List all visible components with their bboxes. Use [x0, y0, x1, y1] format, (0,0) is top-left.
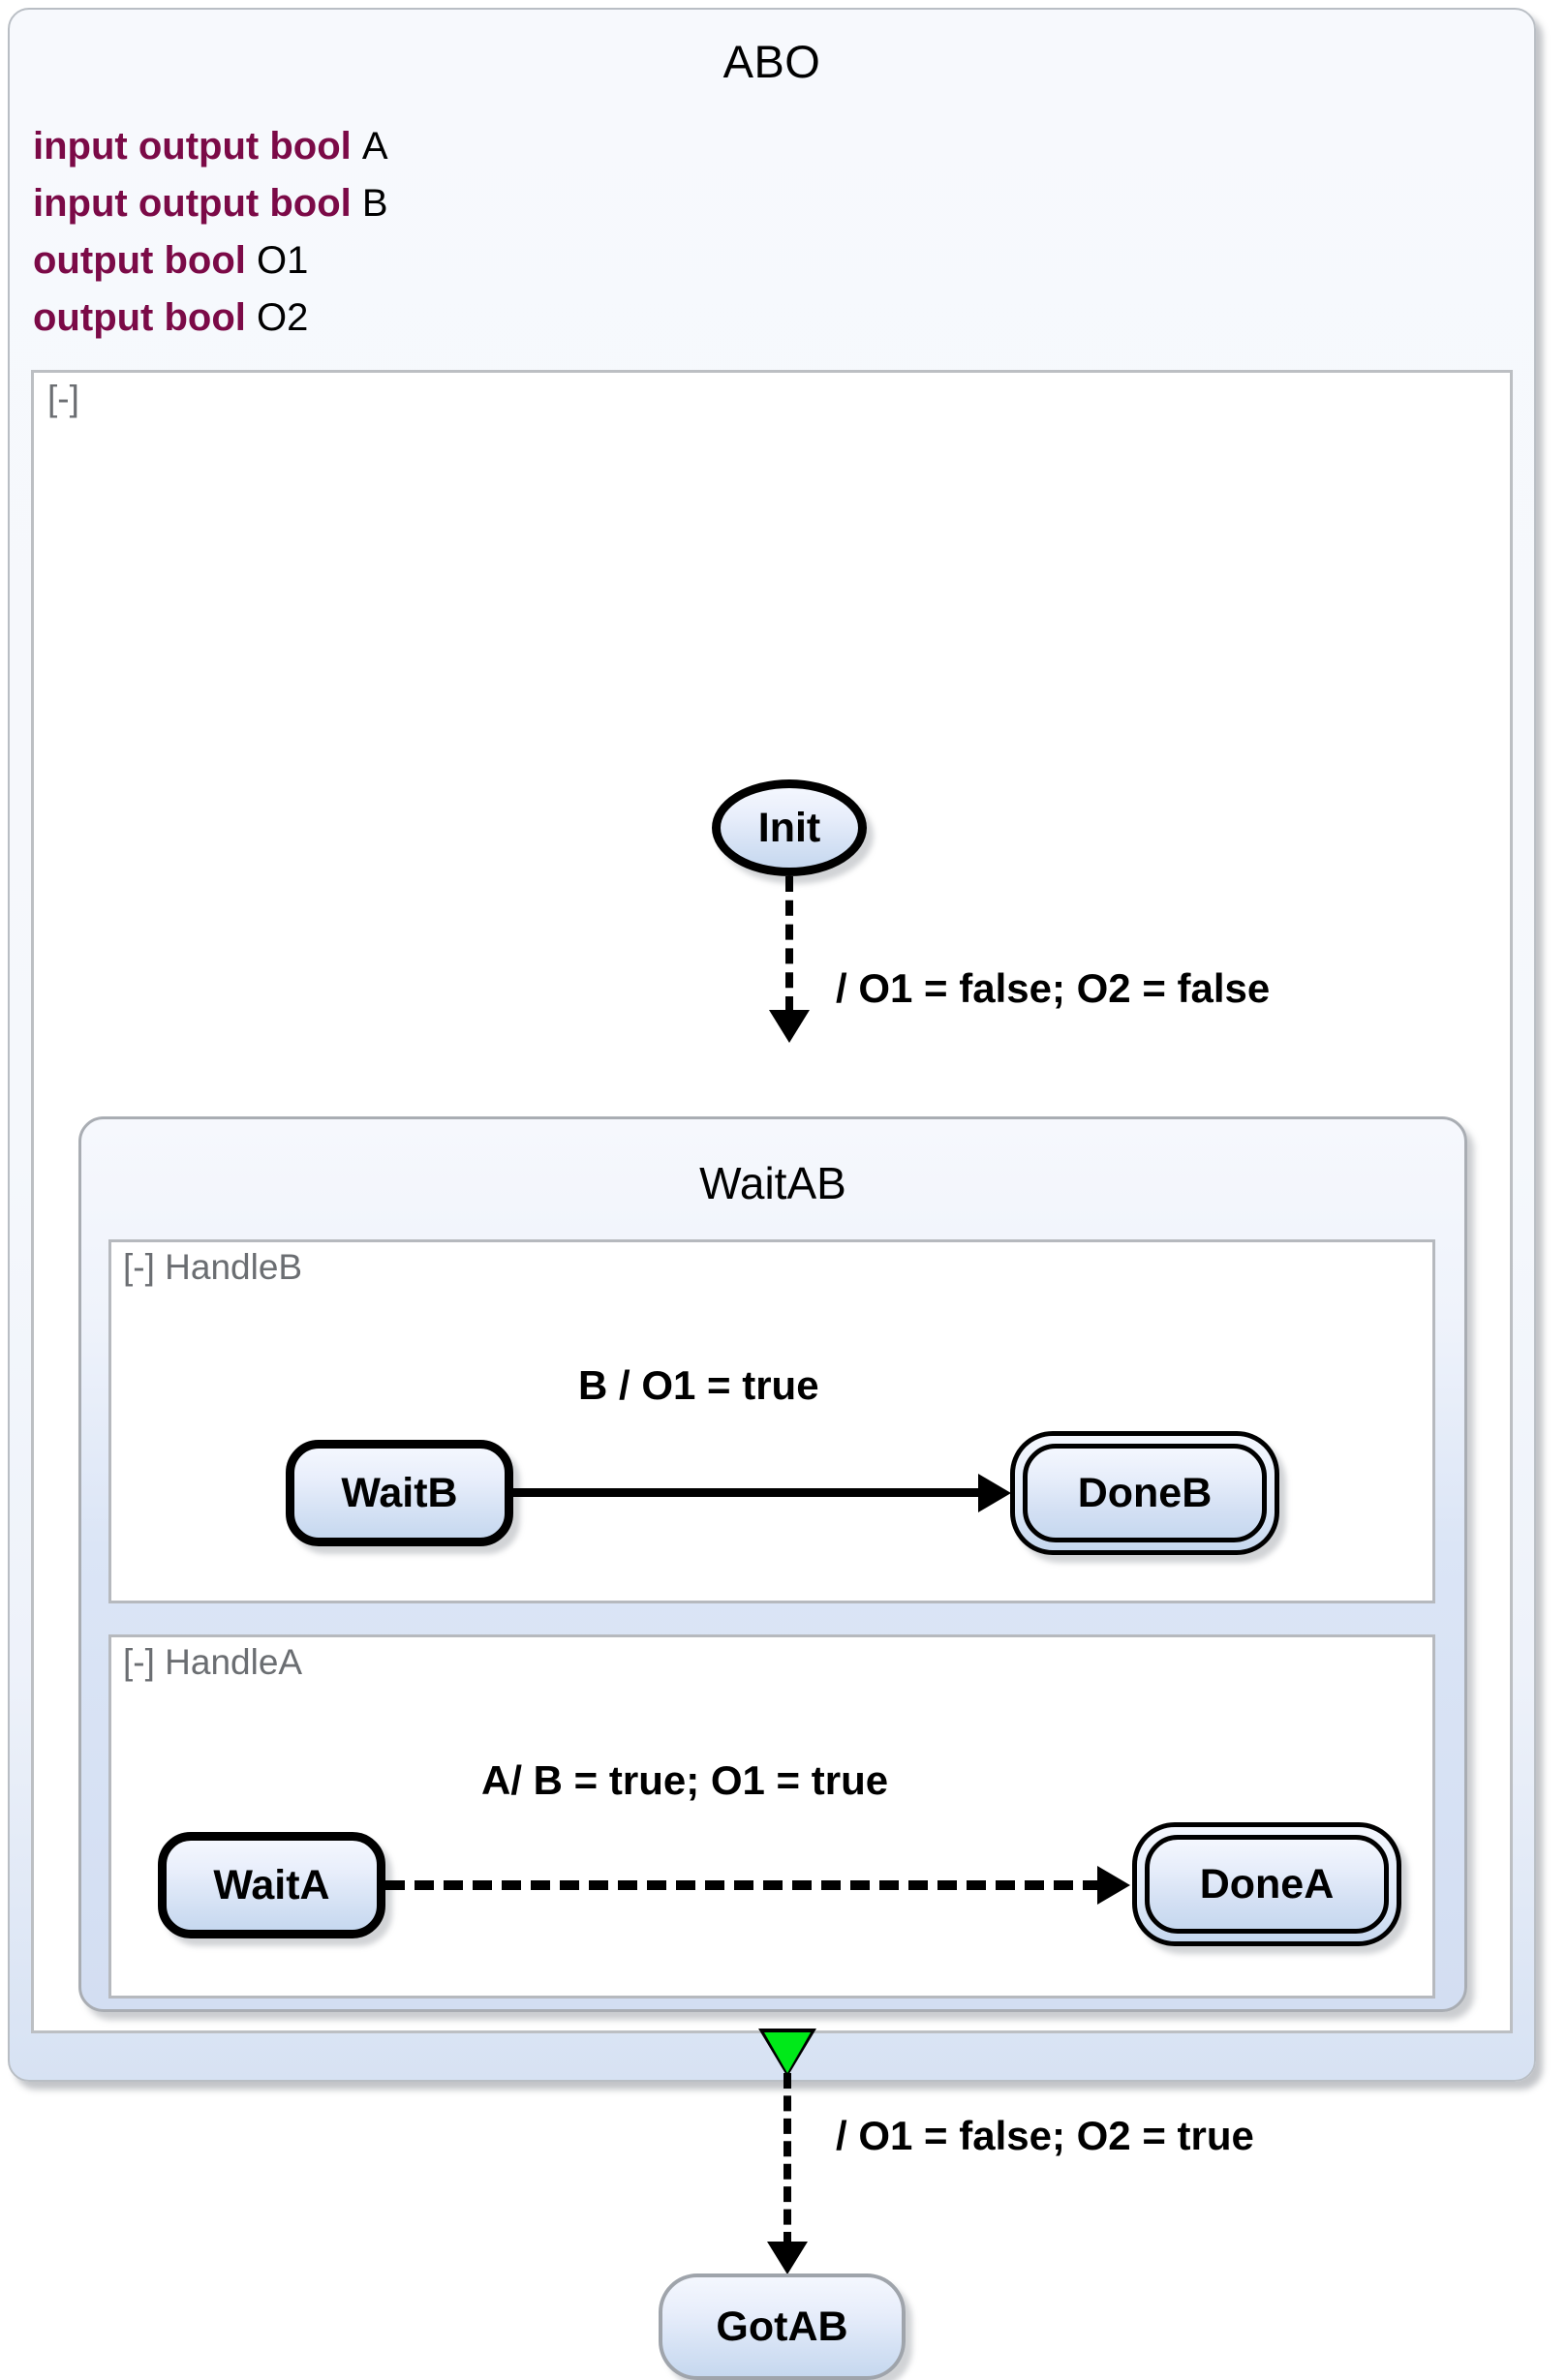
declaration-keyword: output bool: [33, 296, 258, 339]
root-region[interactable]: [-] Init / O1 = false; O2 = false WaitAB…: [31, 370, 1513, 2380]
state-waitab-label: WaitAB: [699, 1158, 846, 1208]
edge-label-waitb-to-doneb: B / O1 = true: [578, 1362, 819, 1408]
state-waita[interactable]: WaitA: [158, 1832, 385, 1938]
declaration-row: input output bool B: [33, 175, 905, 232]
declaration-row: output bool O1: [33, 232, 905, 290]
declaration-name: B: [361, 182, 388, 225]
declaration-name: O2: [257, 296, 309, 339]
state-waita-label: WaitA: [213, 1861, 330, 1908]
arrow-init-to-waitab-icon: [769, 1010, 810, 1043]
state-donea-inner: DoneA: [1145, 1835, 1389, 1934]
state-doneb[interactable]: DoneB: [1010, 1431, 1279, 1555]
arrow-waitab-to-gotab-icon: [767, 2242, 808, 2274]
statechart-root-panel[interactable]: ABO input output bool A input output boo…: [8, 8, 1536, 2380]
edge-label-init-to-waitab: / O1 = false; O2 = false: [836, 965, 1271, 1011]
state-gotab-label: GotAB: [716, 2303, 848, 2350]
machine-title: ABO: [722, 36, 821, 87]
declaration-name: A: [361, 125, 388, 168]
state-waitb-label: WaitB: [341, 1469, 458, 1516]
edge-waitb-to-doneb: [513, 1488, 980, 1497]
green-exit-triangle-icon[interactable]: [764, 2032, 811, 2073]
declaration-row: output bool O2: [33, 290, 905, 347]
state-init[interactable]: Init: [712, 779, 867, 876]
arrow-waita-to-donea-icon: [1097, 1866, 1130, 1905]
edge-waitab-to-gotab: [784, 2073, 791, 2247]
state-donea-label: DoneA: [1199, 1860, 1335, 1907]
declaration-row: input output bool A: [33, 118, 905, 175]
region-handleb-label[interactable]: [-] HandleB: [123, 1247, 303, 1287]
state-gotab[interactable]: GotAB: [659, 2273, 906, 2380]
state-waitb[interactable]: WaitB: [286, 1440, 513, 1546]
state-doneb-label: DoneB: [1077, 1469, 1213, 1516]
collapse-minus-icon[interactable]: [-]: [47, 379, 79, 418]
edge-label-waita-to-donea: A/ B = true; O1 = true: [481, 1757, 889, 1803]
state-doneb-inner: DoneB: [1023, 1444, 1267, 1542]
edge-label-waitab-to-gotab: / O1 = false; O2 = true: [836, 2113, 1254, 2158]
declaration-keyword: output bool: [33, 239, 258, 282]
declaration-keyword: input output bool: [33, 125, 362, 168]
state-donea[interactable]: DoneA: [1132, 1822, 1401, 1946]
arrow-waitb-to-doneb-icon: [978, 1474, 1011, 1512]
edge-waita-to-donea: [385, 1880, 1102, 1890]
declaration-keyword: input output bool: [33, 182, 362, 225]
state-init-label: Init: [757, 804, 821, 851]
declaration-name: O1: [257, 239, 309, 282]
region-handlea-label[interactable]: [-] HandleA: [123, 1642, 303, 1682]
edge-init-to-waitab: [785, 876, 793, 1012]
declarations-block: input output bool A input output bool B …: [33, 118, 905, 347]
